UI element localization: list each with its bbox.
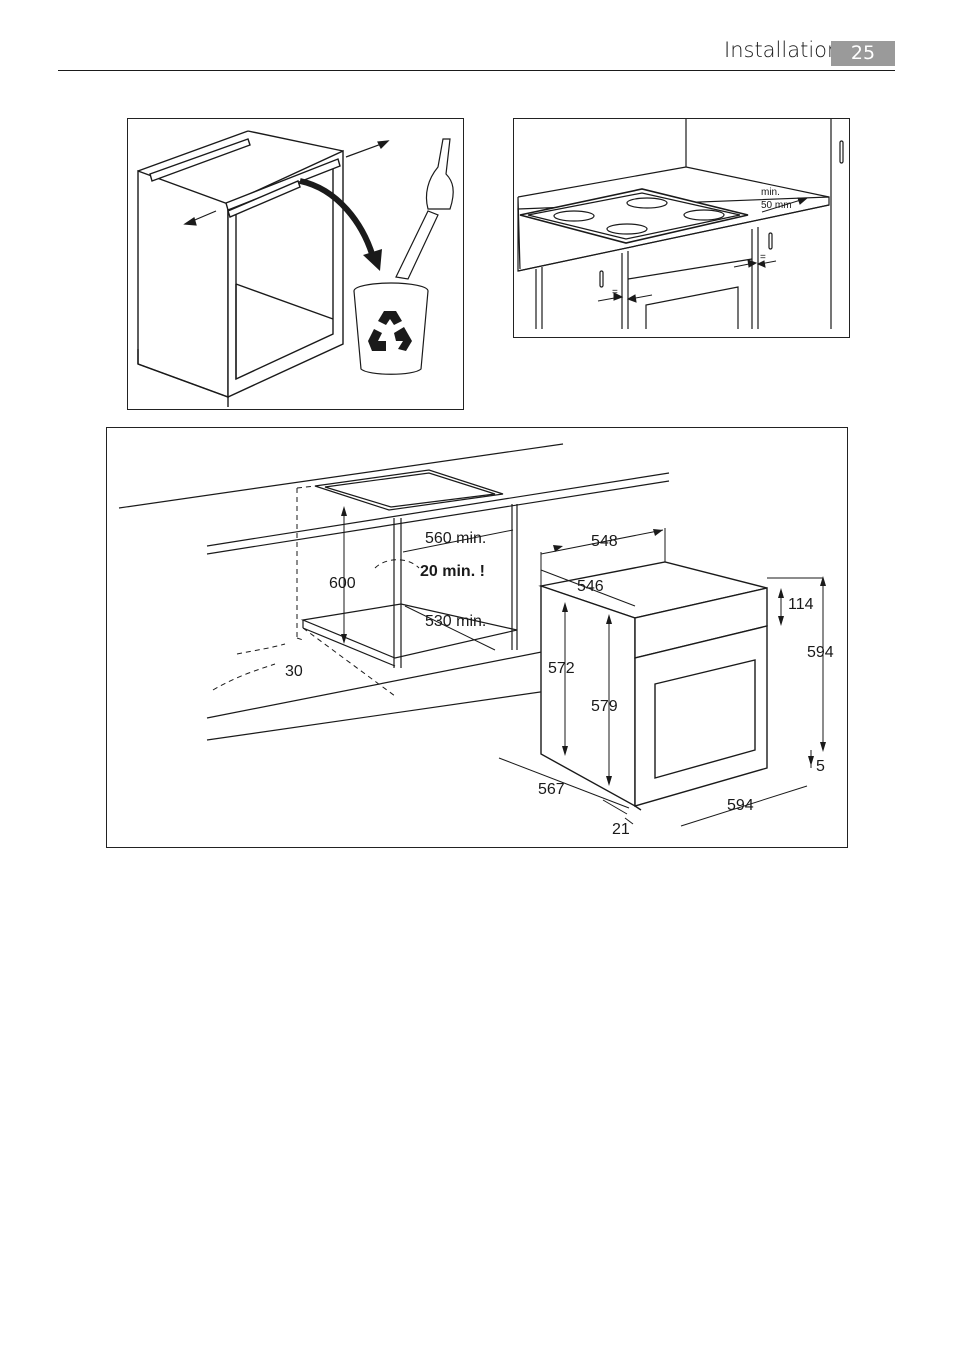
dim-oven-total-height: 594 xyxy=(807,644,834,661)
dim-niche-width: 560 min. xyxy=(425,530,486,547)
dim-panel-height: 114 xyxy=(788,596,814,613)
equal-mark-right: = xyxy=(760,252,766,263)
equal-mark-left: = xyxy=(612,287,618,298)
cabinet-drawing xyxy=(137,130,454,407)
dim-niche-depth: 530 min. xyxy=(425,613,486,630)
dim-oven-front-width: 594 xyxy=(727,797,754,814)
clearance-label-min: min. xyxy=(761,187,780,198)
dim-oven-door-height: 579 xyxy=(591,698,618,715)
hob-drawing: min. 50 mm = = xyxy=(517,119,844,329)
dim-vent-gap: 20 min. ! xyxy=(420,563,485,580)
dim-foot-gap: 5 xyxy=(816,758,825,775)
clearance-label-50mm: 50 mm xyxy=(761,200,792,211)
header-rule xyxy=(58,70,895,71)
dim-oven-top-depth: 548 xyxy=(591,533,618,550)
built-in-dimensions-figure: 560 min. 20 min. ! 600 530 min. 30 548 5… xyxy=(106,427,848,848)
page-number-badge: 25 xyxy=(831,41,895,66)
recycle-bin-icon xyxy=(353,282,429,375)
dimensions-drawing: 560 min. 20 min. ! 600 530 min. 30 548 5… xyxy=(118,443,834,838)
dim-oven-inner-width: 546 xyxy=(577,578,604,595)
hob-clearance-figure: min. 50 mm = = xyxy=(513,118,850,338)
dim-oven-depth: 567 xyxy=(538,781,565,798)
dim-front-gap: 30 xyxy=(285,663,303,680)
dim-door-depth: 21 xyxy=(612,821,630,838)
dim-oven-body-height: 572 xyxy=(548,660,575,677)
section-title: Installation xyxy=(724,38,841,62)
dim-niche-height: 600 xyxy=(329,575,356,592)
cabinet-recycle-figure xyxy=(127,118,464,410)
